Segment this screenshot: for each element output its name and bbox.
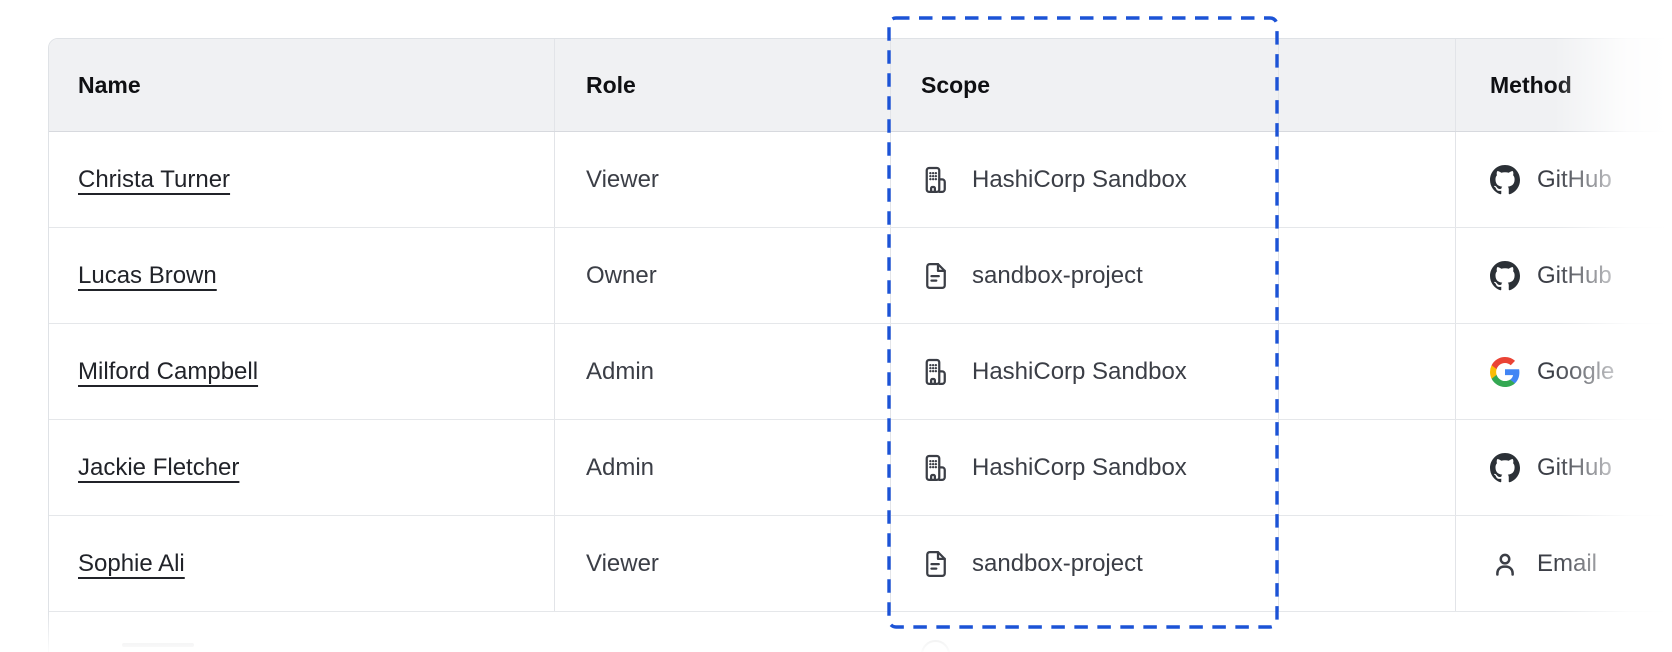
cell-spacer xyxy=(1278,420,1455,515)
column-header-method-label: Method xyxy=(1490,71,1572,98)
user-name-link[interactable]: Jackie Fletcher xyxy=(78,453,240,481)
column-header-name-label: Name xyxy=(78,71,141,98)
user-name-link[interactable]: Christa Turner xyxy=(78,165,231,193)
table-row: Milford Campbell Admin HashiCorp Sandbox xyxy=(49,324,1672,420)
method-label: GitHub xyxy=(1537,165,1612,193)
scope-label: HashiCorp Sandbox xyxy=(972,165,1187,193)
cell-name: Christa Turner xyxy=(49,132,554,227)
method-label: GitHub xyxy=(1537,453,1612,481)
cell-name: Milford Campbell xyxy=(49,324,554,419)
role-label: Admin xyxy=(586,453,655,481)
github-icon xyxy=(1490,260,1520,291)
cell-role: Viewer xyxy=(554,132,890,227)
column-header-spacer xyxy=(1278,39,1455,131)
cell-scope: HashiCorp Sandbox xyxy=(890,132,1278,227)
cell-scope: HashiCorp Sandbox xyxy=(890,324,1278,419)
github-icon xyxy=(1490,164,1520,195)
cell-role: Admin xyxy=(554,324,890,419)
github-icon xyxy=(1490,452,1520,483)
role-label: Admin xyxy=(586,357,655,385)
cell-name: Jackie Fletcher xyxy=(49,420,554,515)
cell-role: Owner xyxy=(554,228,890,323)
file-icon xyxy=(921,261,951,291)
cell-name: Sophie Ali xyxy=(49,516,554,611)
method-label: Email xyxy=(1537,549,1598,577)
cell-method: GitHub xyxy=(1455,132,1672,227)
cell-method: GitHub xyxy=(1455,228,1672,323)
person-icon xyxy=(1490,549,1520,579)
cell-spacer xyxy=(1278,516,1455,611)
cell-scope: sandbox-project xyxy=(890,516,1278,611)
user-name-link[interactable]: Lucas Brown xyxy=(78,261,217,289)
cell-method: Google xyxy=(1455,324,1672,419)
cell-spacer xyxy=(1278,132,1455,227)
table-row: Christa Turner Viewer HashiCorp Sandbox … xyxy=(49,132,1672,228)
file-icon xyxy=(921,549,951,579)
cell-spacer xyxy=(1278,228,1455,323)
cell-scope: HashiCorp Sandbox xyxy=(890,420,1278,515)
cell-spacer xyxy=(1278,324,1455,419)
building-icon xyxy=(921,165,951,195)
method-label: GitHub xyxy=(1537,261,1612,289)
column-header-scope: Scope xyxy=(890,39,1278,131)
user-name-link[interactable]: Sophie Ali xyxy=(78,549,185,577)
building-icon xyxy=(921,453,951,483)
google-icon xyxy=(1490,356,1520,387)
cell-role: Viewer xyxy=(554,516,890,611)
table-row: Sophie Ali Viewer sandbox-project Email xyxy=(49,516,1672,612)
cell-method: Email xyxy=(1455,516,1672,611)
role-label: Viewer xyxy=(586,165,659,193)
table-header-row: Name Role Scope Method xyxy=(49,39,1672,132)
column-header-role: Role xyxy=(554,39,890,131)
column-header-role-label: Role xyxy=(586,71,636,98)
scope-label: HashiCorp Sandbox xyxy=(972,357,1187,385)
scope-label: sandbox-project xyxy=(972,261,1143,289)
column-header-scope-label: Scope xyxy=(921,71,991,98)
scope-label: HashiCorp Sandbox xyxy=(972,453,1187,481)
cell-role: Admin xyxy=(554,420,890,515)
table-row-partial xyxy=(49,612,1672,652)
table-body: Christa Turner Viewer HashiCorp Sandbox … xyxy=(49,132,1672,612)
cell-scope: sandbox-project xyxy=(890,228,1278,323)
role-label: Viewer xyxy=(586,549,659,577)
scope-label: sandbox-project xyxy=(972,549,1143,577)
members-table: Name Role Scope Method Christa Turner Vi… xyxy=(48,38,1672,652)
role-label: Owner xyxy=(586,261,657,289)
column-header-name: Name xyxy=(49,39,554,131)
table-row: Lucas Brown Owner sandbox-project GitHub xyxy=(49,228,1672,324)
building-icon xyxy=(921,357,951,387)
partial-row-name-fragment xyxy=(122,643,194,647)
cell-name: Lucas Brown xyxy=(49,228,554,323)
user-name-link[interactable]: Milford Campbell xyxy=(78,357,259,385)
cell-method: GitHub xyxy=(1455,420,1672,515)
method-label: Google xyxy=(1537,357,1615,385)
column-header-method: Method xyxy=(1455,39,1672,131)
table-row: Jackie Fletcher Admin HashiCorp Sandbox … xyxy=(49,420,1672,516)
